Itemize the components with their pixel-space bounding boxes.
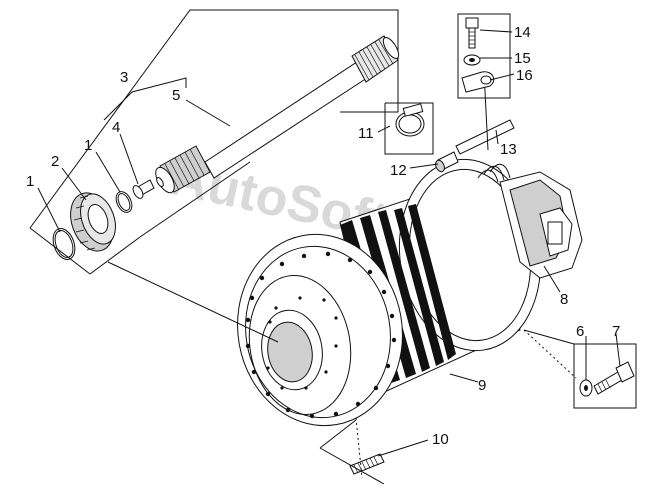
- callout-7: 7: [612, 323, 620, 340]
- callout-labels: 1 2 1 4 3 5 11 12 13 14 15 16 8 6 7 9 10: [26, 24, 620, 448]
- callout-8: 8: [560, 291, 568, 308]
- callout-10: 10: [432, 431, 449, 448]
- callout-14: 14: [514, 24, 531, 41]
- wheel-stud: [349, 453, 385, 475]
- leader-lines: [37, 29, 621, 457]
- axle-shaft: [155, 35, 400, 194]
- callout-12: 12: [390, 162, 407, 179]
- callout-4: 4: [112, 119, 120, 136]
- callout-1-left: 1: [26, 173, 34, 190]
- callout-1-right: 1: [84, 137, 92, 154]
- callout-6: 6: [576, 323, 584, 340]
- shaft-group-frame: [29, 9, 399, 275]
- hose-clamp: [384, 102, 434, 155]
- callout-9: 9: [478, 377, 486, 394]
- stud-locator-line: [355, 417, 363, 479]
- callout-3: 3: [120, 69, 128, 86]
- bolt-washer-group: [573, 343, 637, 409]
- callout-5: 5: [172, 87, 180, 104]
- wheel-hub-drum: [237, 158, 542, 427]
- callout-16: 16: [516, 67, 533, 84]
- cap-screw: [132, 179, 155, 199]
- spur-gear: [70, 192, 116, 252]
- hose-fitting: [435, 151, 459, 173]
- o-ring-small: [115, 191, 133, 213]
- stud-bracket-left: [319, 419, 357, 449]
- callout-15: 15: [514, 50, 531, 67]
- callout-11: 11: [358, 125, 374, 142]
- callout-13: 13: [500, 141, 517, 158]
- brake-motor-assembly: [477, 163, 583, 279]
- callout-2: 2: [51, 153, 59, 170]
- bolt-locator-line: [523, 329, 577, 379]
- clip-fastener-group: [457, 13, 511, 99]
